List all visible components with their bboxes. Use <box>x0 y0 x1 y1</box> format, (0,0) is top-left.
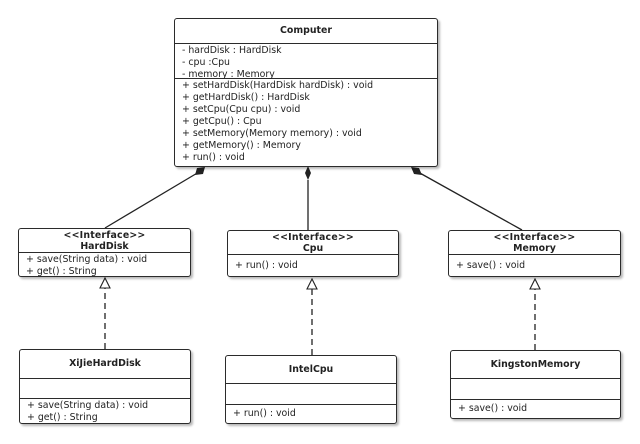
realization-triangle-icon <box>529 277 541 290</box>
stereotype-label: <<Interface>> <box>272 232 354 243</box>
interface-name: Memory <box>513 243 556 254</box>
composition-diamond-icon <box>411 167 422 175</box>
operation: + save(String data) : void <box>26 254 148 265</box>
class-name: KingstonMemory <box>490 359 581 370</box>
operations-section: + run() : void <box>226 404 396 422</box>
interface-header: <<Interface>> HardDisk <box>19 229 190 252</box>
operation: + setCpu(Cpu cpu) : void <box>182 104 301 115</box>
operation: + get() : String <box>27 412 98 423</box>
attribute: - hardDisk : HardDisk <box>182 45 282 56</box>
operations-section: + save(String data) : void + get() : Str… <box>20 398 190 426</box>
operation: + get() : String <box>26 266 97 277</box>
composition-cpu <box>305 166 311 230</box>
operation: + run() : void <box>182 152 245 163</box>
operation: + save() : void <box>458 403 528 414</box>
realization-triangle-icon <box>306 277 318 290</box>
cpu-interface[interactable]: <<Interface>> Cpu + run() : void <box>227 230 399 277</box>
operations-section: + setHardDisk(HardDisk hardDisk) : void … <box>175 78 437 166</box>
stereotype-label: <<Interface>> <box>63 230 146 241</box>
hard-disk-interface[interactable]: <<Interface>> HardDisk + save(String dat… <box>18 228 191 277</box>
operations-section: + save(String data) : void + get() : Str… <box>19 252 190 280</box>
kingston-memory-class[interactable]: KingstonMemory + save() : void <box>450 350 621 419</box>
class-name: IntelCpu <box>288 364 334 375</box>
operation: + save() : void <box>456 260 526 271</box>
operations-section: + save() : void <box>449 254 620 274</box>
composition-hard-disk <box>104 167 205 229</box>
computer-class[interactable]: Computer - hardDisk : HardDisk - cpu :Cp… <box>174 18 438 167</box>
intel-cpu-class[interactable]: IntelCpu + run() : void <box>225 355 397 424</box>
operations-section: + save() : void <box>451 399 620 417</box>
operation: + setMemory(Memory memory) : void <box>182 128 362 139</box>
operation: + getHardDisk() : HardDisk <box>182 92 310 103</box>
class-name: Computer <box>280 25 332 36</box>
operation: + run() : void <box>233 408 296 419</box>
interface-name: HardDisk <box>80 241 129 252</box>
operation: + run() : void <box>235 260 298 271</box>
interface-name: Cpu <box>302 243 324 254</box>
attributes-section <box>20 378 190 398</box>
operation: + save(String data) : void <box>27 400 149 411</box>
operation: + setHardDisk(HardDisk hardDisk) : void <box>182 80 374 91</box>
attributes-section <box>226 383 396 404</box>
realization-memory <box>529 277 541 350</box>
attribute: - memory : Memory <box>182 69 275 80</box>
composition-diamond-icon <box>305 166 311 180</box>
xijie-hard-disk-class[interactable]: XiJieHardDisk + save(String data) : void… <box>19 349 191 424</box>
attribute: - cpu :Cpu <box>182 57 230 68</box>
composition-memory <box>411 167 523 231</box>
realization-hard-disk <box>99 276 111 349</box>
operation: + getCpu() : Cpu <box>182 116 262 127</box>
operations-section: + run() : void <box>228 254 398 274</box>
realization-triangle-icon <box>99 276 111 289</box>
memory-interface[interactable]: <<Interface>> Memory + save() : void <box>448 230 621 277</box>
composition-diamond-icon <box>195 167 205 175</box>
attributes-section <box>451 378 620 399</box>
operation: + getMemory() : Memory <box>182 140 301 151</box>
interface-header: <<Interface>> Memory <box>449 231 620 254</box>
class-name: XiJieHardDisk <box>69 358 141 369</box>
realization-cpu <box>306 277 318 355</box>
interface-header: <<Interface>> Cpu <box>228 231 398 254</box>
attributes-section: - hardDisk : HardDisk - cpu :Cpu - memor… <box>175 43 437 80</box>
stereotype-label: <<Interface>> <box>493 232 576 243</box>
